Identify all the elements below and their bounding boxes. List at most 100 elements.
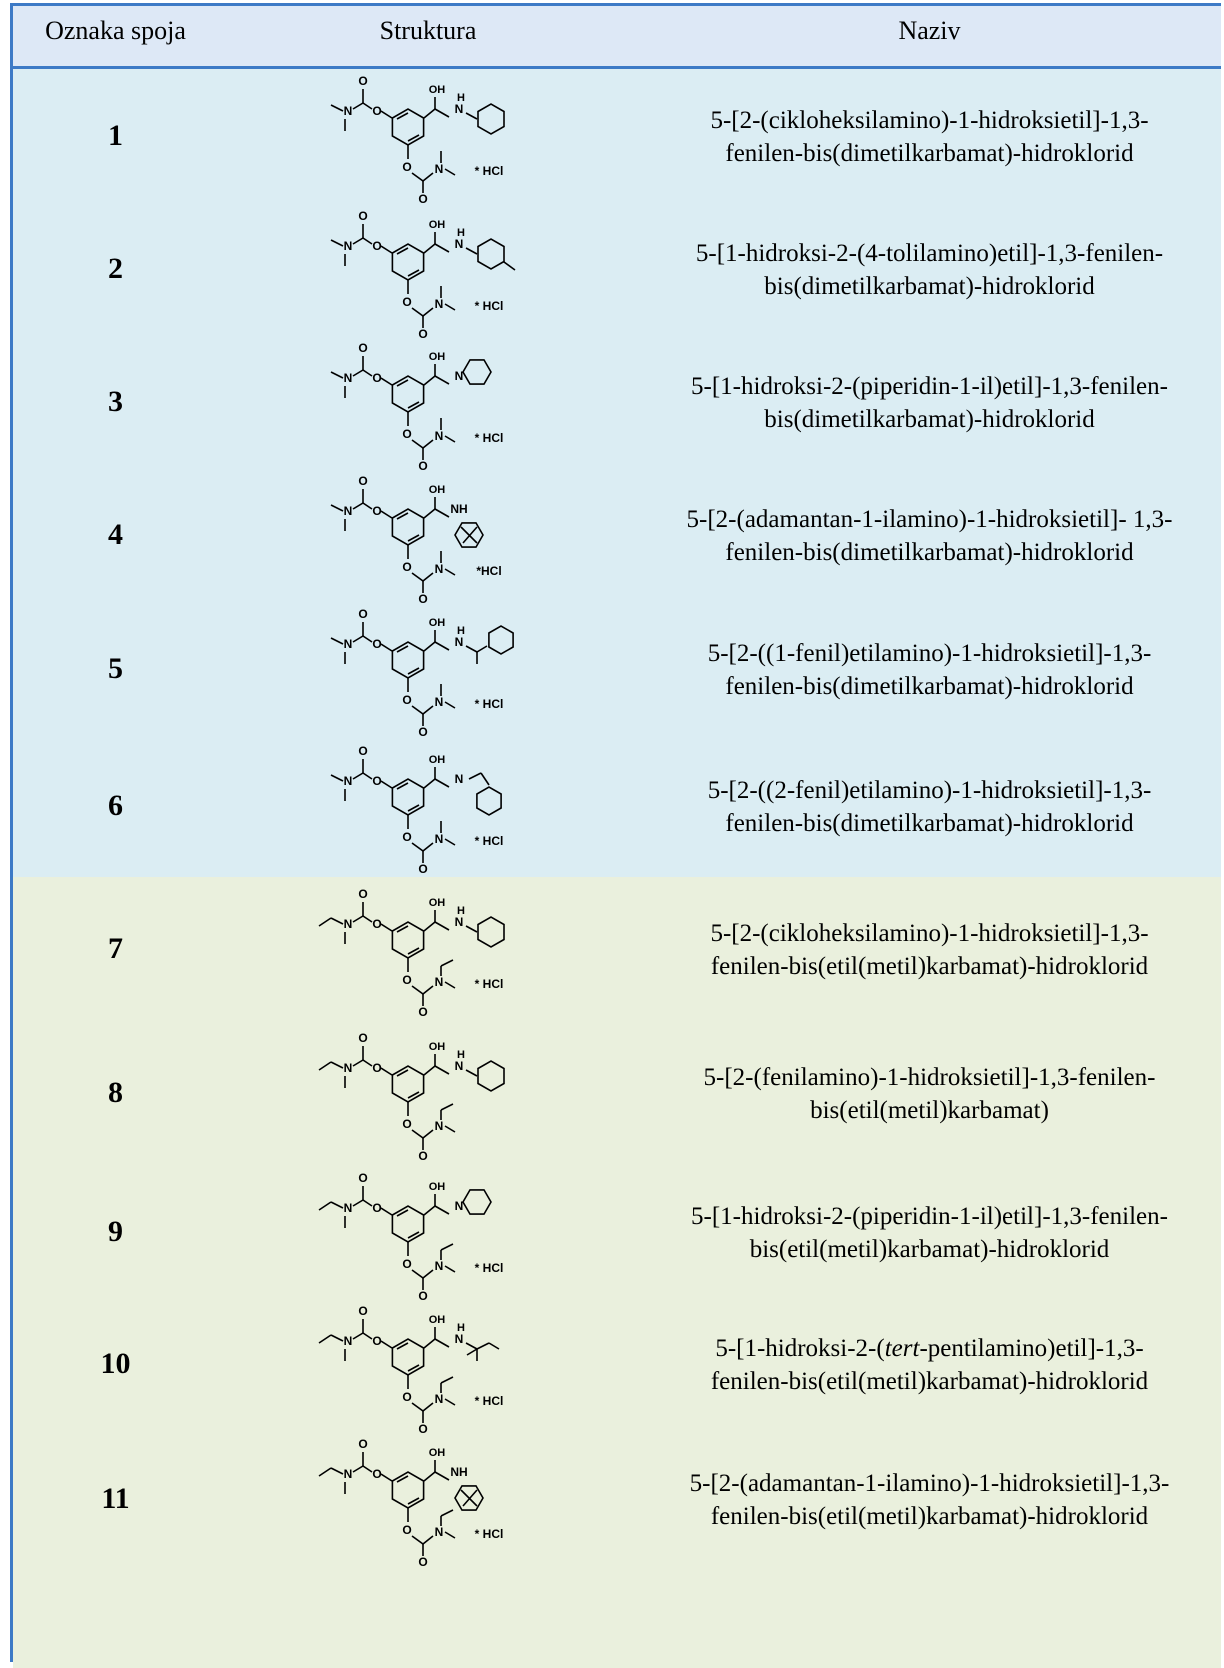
methyl-bond [330,371,344,379]
compound-id: 9 [108,1214,123,1248]
oxygen-atom: O [358,1171,367,1185]
compound-name-line-1: 5-[1-hidroksi-2-(4-tolilamino)etil]-1,3-… [695,240,1164,267]
nitrogen-atom: N [455,915,464,929]
bond [352,369,364,377]
bond [434,243,450,253]
bond [380,245,393,254]
bond [362,237,373,245]
bond [352,914,364,923]
ethyl-bond [330,1334,344,1342]
oxygen-atom: O [372,774,381,788]
bond [434,1065,450,1075]
oxygen-atom: O [402,1257,411,1271]
bond [411,1129,424,1139]
bond [422,1129,434,1139]
bond [423,778,436,789]
benzene-ring [391,920,425,959]
compound-name-line-2: fenilen-bis(etil(metil)karbamat)-hidrokl… [710,1367,1149,1395]
aromatic-bond [407,1091,420,1099]
ethyl-bond [318,1334,332,1344]
benzene-ring [391,1065,425,1103]
name-text: 5-[1-hidroksi-2-( [715,1334,885,1362]
nitrogen-atom: N [435,1259,444,1273]
compound-name-line-1: 5-[2-(fenilamino)-1-hidroksietil]-1,3-fe… [703,1064,1156,1091]
hydroxyl-group: OH [429,484,446,496]
group-ethylmethyl-carbamates [13,877,1221,1668]
bond [362,635,373,643]
methyl-bond [444,701,456,709]
oxygen-atom: O [402,1523,411,1537]
hcl-label: * HCl [475,299,504,313]
ethyl-bond [318,1061,332,1071]
bond [411,984,424,995]
nitrogen-atom: NH [450,1465,467,1479]
hcl-label: * HCl [475,1261,504,1275]
nitrogen-atom: N [344,1334,353,1348]
nitrogen-atom: N [344,637,353,651]
bond [422,1269,434,1279]
oxygen-atom: O [358,744,367,758]
bond [434,778,450,788]
oxygen-atom: O [358,1031,367,1045]
bond [434,508,450,518]
nitrogen-atom: N [344,1467,353,1481]
oxygen-atom: O [418,725,427,739]
cyclohexyl-ring [477,915,505,948]
bond [352,1465,364,1473]
hcl-label: * HCl [475,834,504,848]
hcl-label: * HCl [475,164,504,178]
compound-id: 6 [108,789,123,822]
hydroxyl-group: OH [429,351,446,363]
oxygen-atom: O [372,371,381,385]
oxygen-atom: O [358,887,367,901]
bond [465,1342,478,1350]
benzene-ring [391,641,425,679]
nitrogen-atom: N [435,1392,444,1406]
phenyl-ring [488,625,514,655]
nitrogen-atom: N [455,237,464,251]
bond [422,842,434,852]
oxygen-atom: O [418,1149,427,1163]
adamantane-cage [454,522,484,548]
bond [422,1402,434,1412]
compound-name-line-1: 5-[1-hidroksi-2-(tert-pentilamino)etil]-… [638,1332,1221,1365]
oxygen-atom: O [418,192,427,206]
compound-name-line-1: 5-[2-((2-fenil)etilamino)-1-hidroksietil… [707,777,1152,804]
bond [422,307,434,317]
header-name: Naziv [898,16,961,45]
nitrogen-atom: N [344,774,353,788]
hydroxyl-group: OH [429,1314,446,1326]
compound-id: 10 [100,1346,131,1380]
bond [423,508,436,519]
hcl-label: * HCl [475,697,504,711]
oxygen-atom: O [358,341,367,355]
bond [380,922,393,932]
ethyl-bond [318,916,332,927]
nitrogen-atom: N [455,1059,464,1073]
hydrogen-atom: H [457,92,465,104]
compound-id: 11 [101,1482,130,1515]
compound-name: 5-[2-(cikloheksilamino)-1-hidroksietil]-… [638,917,1221,983]
piperidine-ring [462,1189,492,1215]
compound-id: 5 [108,651,123,685]
bond [422,1535,434,1545]
aromatic-bond [407,534,420,542]
compound-name-line-2: fenilen-bis(dimetilkarbamat)-hidroklorid [725,672,1134,700]
nitrogen-atom: N [435,562,444,576]
methyl-bond [444,1398,456,1406]
aromatic-bond [407,401,420,409]
benzene-ring [391,375,425,413]
